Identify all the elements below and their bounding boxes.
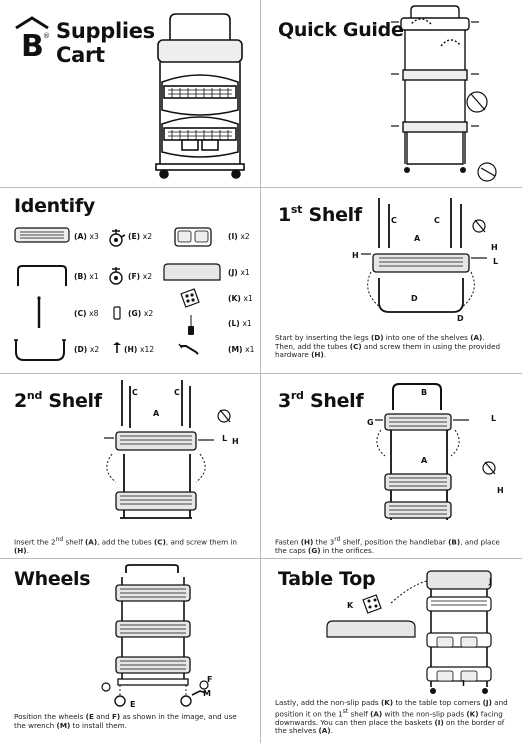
part-m-label: (M) x1: [228, 345, 255, 354]
horizontal-divider: [0, 373, 522, 374]
part-h-label: (H) x12: [124, 345, 155, 354]
part-f-label: (F) x2: [128, 272, 153, 281]
product-title-line2: Cart: [56, 43, 105, 67]
second-shelf-title: 2nd Shelf: [14, 389, 102, 412]
wheels-title: Wheels: [14, 568, 91, 590]
second-shelf-panel: 2nd Shelf C C A L H Insert the 2nd shelf…: [0, 374, 260, 558]
third-shelf-panel: 3rd Shelf B G L A H Fasten (H) the 3rd s…: [261, 374, 522, 558]
part-c-label: (C) x8: [74, 309, 99, 318]
product-title-line1: Supplies: [56, 19, 155, 43]
part-e-label: (E) x2: [128, 232, 153, 241]
label-a: A: [421, 456, 428, 465]
part-l-label: (L) x1: [228, 319, 252, 328]
label-i: I: [462, 679, 465, 688]
label-b: B: [421, 388, 428, 397]
hand-screwdriver-icon: [472, 219, 486, 233]
table-top-caption: Lastly, add the non-slip pads (K) to the…: [275, 698, 508, 736]
label-e: E: [130, 700, 136, 709]
label-h: H: [232, 437, 239, 446]
label-c-left: C: [132, 388, 138, 397]
vertical-divider: [260, 0, 261, 743]
first-shelf-caption: Start by inserting the legs (D) into one…: [275, 333, 501, 360]
quick-guide-title: Quick Guide: [278, 19, 404, 41]
identify-panel: Identify (A) x3 (B) x1 (C) x8 (D) x2 (E)…: [0, 188, 260, 373]
label-c-left: C: [391, 216, 397, 225]
brand-logo: B ®: [15, 16, 50, 64]
hand-screwdriver-icon: [466, 91, 488, 113]
wheel-icon: [180, 695, 192, 707]
part-a-label: (A) x3: [74, 232, 99, 241]
identify-title: Identify: [14, 195, 95, 217]
part-j-label: (J) x1: [228, 268, 250, 277]
label-l: L: [222, 434, 228, 443]
hand-screwdriver-icon: [217, 409, 231, 423]
brake-wheel-icon: [114, 695, 126, 707]
header-panel: B ® Supplies Cart: [0, 0, 260, 187]
quick-guide-panel: Quick Guide: [261, 0, 522, 187]
wheels-caption: Position the wheels (E and F) as shown i…: [14, 712, 237, 730]
logo-letter: B: [21, 29, 44, 64]
third-shelf-title: 3rd Shelf: [278, 389, 364, 412]
part-i-basket-icon: [174, 227, 212, 247]
table-top-panel: Table Top K J I Lastly, add the non-slip…: [261, 559, 522, 743]
label-a: A: [153, 409, 160, 418]
non-slip-pads-icon: [362, 594, 382, 614]
label-k: K: [347, 601, 354, 610]
part-g-label: (G) x2: [128, 309, 154, 318]
horizontal-divider: [0, 187, 522, 188]
table-top-illustration: [326, 570, 492, 694]
label-d-center: D: [411, 294, 418, 303]
second-shelf-caption: Insert the 2nd shelf (A), add the tubes …: [14, 536, 237, 555]
part-d-label: (D) x2: [74, 345, 100, 354]
horizontal-divider: [0, 558, 522, 559]
part-f-wheel-icon: [109, 267, 123, 285]
part-b-label: (B) x1: [74, 272, 99, 281]
part-b-handlebar-icon: [17, 265, 67, 286]
label-f: F: [207, 675, 213, 684]
first-shelf-title: 1st Shelf: [278, 203, 362, 226]
label-a: A: [414, 234, 421, 243]
label-h-right: H: [491, 243, 498, 252]
part-e-brake-wheel-icon: [109, 229, 126, 247]
wrench-icon: [477, 162, 497, 182]
part-g-cap-icon: [113, 306, 121, 320]
second-shelf-illustration: [104, 380, 231, 519]
part-l-screwdriver-icon: [188, 315, 194, 335]
product-title: Supplies Cart: [56, 19, 155, 67]
label-d-right: D: [457, 314, 464, 323]
part-i-label: (I) x2: [228, 232, 250, 241]
label-g: G: [367, 418, 374, 427]
label-h: H: [497, 486, 504, 495]
cart-illustration: [155, 13, 245, 179]
part-k-pads-icon: [180, 288, 200, 308]
first-shelf-panel: 1st Shelf C C A H H L D D Start by inser…: [261, 188, 522, 373]
logo-registered-mark: ®: [43, 32, 50, 40]
part-k-label: (K) x1: [228, 294, 253, 303]
wheels-illustration: [101, 564, 209, 707]
part-m-wrench-icon: [178, 343, 199, 355]
label-c-right: C: [434, 216, 440, 225]
label-l: L: [491, 414, 497, 423]
wheels-panel: Wheels E F M Position the wheels (E and …: [0, 559, 260, 743]
part-h-screw-icon: [113, 342, 121, 353]
label-j: J: [489, 577, 492, 586]
wrench-icon: [191, 690, 207, 696]
label-h-left: H: [352, 251, 359, 260]
table-top-title: Table Top: [278, 568, 376, 590]
first-shelf-illustration: [361, 198, 487, 313]
part-j-table-top-icon: [163, 263, 221, 281]
third-shelf-caption: Fasten (H) the 3rd shelf, position the h…: [275, 536, 500, 555]
part-a-shelf-icon: [14, 227, 70, 243]
label-c-right: C: [174, 388, 180, 397]
label-m: M: [203, 689, 211, 698]
part-c-tube-icon: [37, 296, 41, 328]
part-d-legs-icon: [14, 339, 66, 361]
third-shelf-illustration: [375, 383, 496, 520]
quick-guide-illustration: [391, 5, 497, 182]
hand-screwdriver-icon: [482, 461, 496, 475]
label-l: L: [493, 257, 499, 266]
